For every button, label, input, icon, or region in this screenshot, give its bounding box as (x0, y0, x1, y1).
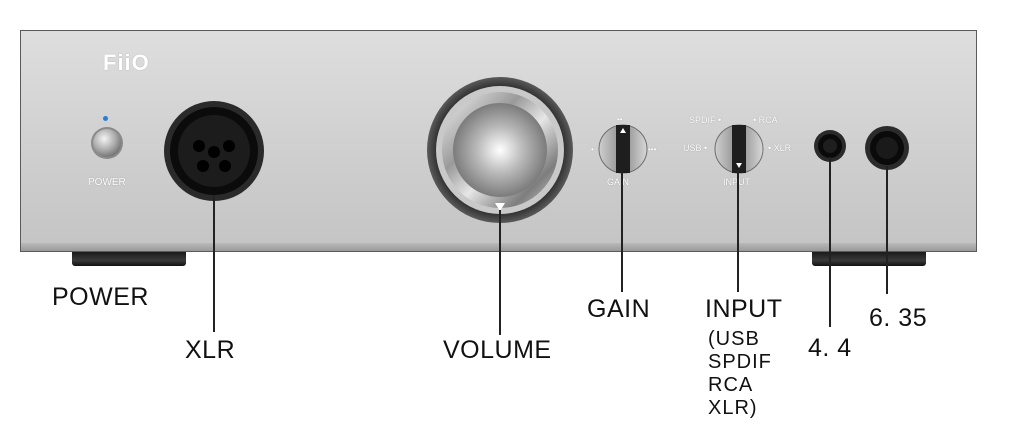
input-option-spdif: SPDIF (708, 351, 772, 373)
power-indicator-led (103, 116, 108, 121)
input-selector-switch[interactable] (714, 124, 764, 174)
xlr-socket[interactable] (163, 100, 265, 202)
right-foot (812, 252, 926, 266)
input-option-xlr: XLR) (708, 397, 758, 419)
jack-44-leader-line (829, 157, 831, 327)
jack-635-leader-line (886, 166, 888, 294)
volume-knob[interactable] (426, 76, 574, 224)
xlr-leader-line (213, 195, 215, 332)
gain-leader-line (621, 170, 623, 292)
balanced-4-4-jack[interactable] (813, 129, 847, 163)
left-foot (72, 252, 186, 266)
power-button[interactable] (90, 126, 124, 160)
input-usb-label: USB • (683, 143, 708, 153)
callout-jack-635: 6. 35 (869, 304, 928, 332)
callout-gain: GAIN (587, 295, 651, 323)
input-spdif-label: SPDIF • (689, 115, 722, 125)
input-rca-label: • RCA (753, 115, 778, 125)
callout-volume: VOLUME (443, 336, 552, 364)
callout-input: INPUT (705, 295, 783, 323)
input-panel-label: INPUT (723, 177, 750, 187)
input-option-usb: (USB (708, 328, 760, 350)
callout-jack-44: 4. 4 (808, 334, 852, 362)
callout-xlr: XLR (185, 336, 236, 364)
headphone-6-35-jack[interactable] (864, 125, 910, 171)
power-panel-label: POWER (88, 177, 126, 188)
input-option-rca: RCA (708, 374, 754, 396)
brand-logo: FiiO (103, 50, 150, 75)
gain-switch[interactable] (598, 124, 648, 174)
callout-input-options: (USB SPDIF RCA XLR) (708, 328, 772, 420)
input-xlr-label: • XLR (768, 143, 792, 153)
volume-leader-line (499, 210, 501, 335)
input-leader-line (737, 170, 739, 292)
gain-level-dots-high: ••• (648, 145, 657, 154)
gain-level-dots-mid: •• (617, 115, 623, 124)
gain-level-dot-low: • (591, 145, 594, 154)
callout-power: POWER (52, 283, 149, 311)
gain-panel-label: GAIN (607, 177, 630, 187)
